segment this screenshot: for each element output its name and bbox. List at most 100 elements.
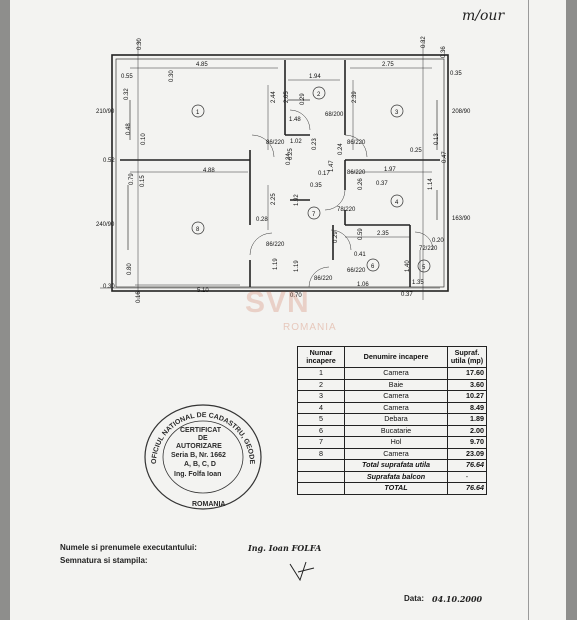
signature-label: Semnatura si stampila: [60, 556, 148, 565]
dimension-lines [100, 40, 440, 300]
stamp-bottom-text: ROMANIA [192, 501, 225, 508]
signature-scribble [289, 561, 315, 582]
dim-label: 0.55 [121, 74, 133, 80]
door-swings [249, 109, 434, 288]
row-area: 17.60 [447, 367, 487, 380]
row-number: 4 [297, 401, 345, 414]
dim-label: 0.37 [401, 292, 413, 298]
balcon-value: - [447, 470, 487, 483]
room-number-2: 2 [317, 92, 321, 98]
dim-label: 2.39 [352, 91, 358, 103]
dim-label: 2.25 [271, 193, 277, 205]
window-label: 240/90 [96, 222, 115, 228]
row-number: 1 [297, 367, 345, 380]
area-table: Numar incapere Denumire incapere Supraf.… [297, 346, 487, 495]
date-label: Data: [404, 594, 425, 603]
dim-label: 0.15 [140, 175, 146, 187]
room-number-3: 3 [395, 110, 399, 116]
dim-label: 0.20 [432, 238, 444, 244]
dim-label: 1.40 [405, 260, 411, 272]
door-label: 72/220 [419, 246, 438, 252]
window-label: 210/90 [96, 109, 115, 115]
dim-label: 1.35 [412, 280, 424, 286]
window-label: 163/90 [452, 216, 471, 222]
dim-label: 1.48 [289, 117, 301, 123]
row-name: Hol [344, 436, 448, 449]
dim-label: 0.30 [103, 284, 115, 290]
dim-label: 2.44 [271, 91, 277, 103]
dim-label: 2.05 [284, 91, 290, 103]
row-name: Bucatarie [344, 424, 448, 437]
row-name: Camera [344, 447, 448, 460]
dim-label: 0.36 [441, 46, 447, 58]
total-label: TOTAL [344, 482, 448, 495]
stamp-line-3: AUTORIZARE [176, 443, 222, 450]
corner-note: m/our [462, 8, 505, 24]
row-number: 8 [297, 447, 345, 460]
dim-label: 0.70 [290, 293, 302, 299]
dim-label: 0.37 [376, 181, 388, 187]
dim-label: 0.30 [169, 70, 175, 82]
room-number-5: 5 [422, 265, 426, 271]
row-number: 5 [297, 413, 345, 426]
stamp-line-4: Seria B, Nr. 1662 [171, 452, 226, 459]
row-area: 2.00 [447, 424, 487, 437]
total-value: 76.64 [447, 482, 487, 495]
row-number: 2 [297, 378, 345, 391]
stamp-line-1: CERTIFICAT [180, 427, 222, 434]
dim-label: 1.02 [290, 139, 302, 145]
balcon-label: Suprafata balcon [344, 470, 448, 483]
dim-label: 1.94 [309, 74, 321, 80]
dim-label: 1.06 [357, 282, 369, 288]
room-number-1: 1 [196, 110, 200, 116]
room-markers: 1 2 3 4 5 6 7 8 [191, 86, 431, 273]
dim-label: 1.47 [329, 160, 335, 172]
dim-label: 1.14 [428, 178, 434, 190]
dim-label: 0.16 [136, 291, 142, 303]
window-label: 208/90 [452, 109, 471, 115]
dim-label: 0.32 [421, 36, 427, 48]
dim-label: 0.25 [288, 148, 294, 160]
total-util-value: 76.64 [447, 459, 487, 472]
dim-label: 0.17 [318, 171, 330, 177]
row-number: 3 [297, 390, 345, 403]
row-name: Camera [344, 390, 448, 403]
row-name: Baie [344, 378, 448, 391]
door-label: 86/220 [266, 242, 285, 248]
row-name: Camera [344, 367, 448, 380]
dim-label: 1.97 [384, 167, 396, 173]
door-labels: 86/220 68/200 86/220 86/220 78/220 86/22… [266, 112, 438, 282]
table-header-row: Numar incapere Denumire incapere Supraf.… [297, 346, 487, 368]
authorization-stamp: OFICIUL NATIONAL DE CADASTRU, GEODEZIE S… [142, 402, 262, 510]
dim-label: 4.85 [196, 62, 208, 68]
header-area: Supraf. utila (mp) [447, 346, 487, 368]
dim-label: 0.10 [141, 133, 147, 145]
room-number-8: 8 [196, 227, 200, 233]
window-labels: 210/90 208/90 240/90 163/90 [96, 109, 471, 228]
dim-label: 0.47 [442, 151, 448, 163]
dim-label: 0.79 [129, 173, 135, 185]
dim-label: 4.88 [203, 168, 215, 174]
dim-label: 0.59 [358, 228, 364, 240]
dim-label: 0.48 [126, 123, 132, 135]
dim-label: 0.52 [103, 158, 115, 164]
total-util-label: Total suprafata utila [344, 459, 448, 472]
door-label: 86/220 [314, 276, 333, 282]
dim-label: 0.24 [338, 143, 344, 155]
row-number: 7 [297, 436, 345, 449]
dim-label: 0.41 [354, 252, 366, 258]
watermark-logo: SVN [245, 286, 310, 319]
row-number: 6 [297, 424, 345, 437]
dim-label: 0.24 [286, 153, 292, 165]
dim-label: 0.32 [124, 88, 130, 100]
dim-label: 0.35 [310, 183, 322, 189]
dim-label: 0.35 [450, 71, 462, 77]
executant-value: Ing. Ioan FOLFA [248, 543, 322, 553]
dim-label: 0.80 [127, 263, 133, 275]
